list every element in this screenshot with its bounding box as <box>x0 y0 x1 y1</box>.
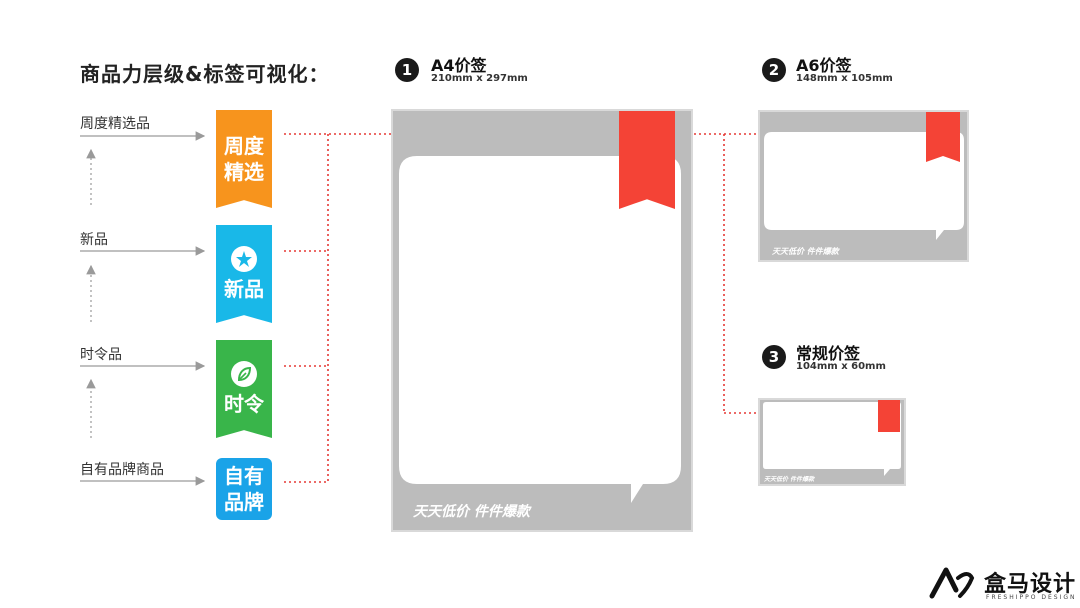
page-title: 商品力层级&标签可视化： <box>80 62 330 86</box>
a4-slogan: 天天低价 件件爆款 <box>413 504 530 520</box>
a4-red-marker <box>619 111 675 209</box>
ribbon-weekly-line2: 精选 <box>224 160 264 184</box>
a4-price-tag: 天天低价 件件爆款 <box>391 109 693 532</box>
regular-red-marker <box>878 400 900 432</box>
ribbon-private-brand: 自有 品牌 <box>216 458 272 520</box>
brand-name: 盒马设计 <box>984 572 1077 597</box>
regular-tag-title: 常规价签 <box>796 344 861 363</box>
ribbon-weekly-line1: 周度 <box>224 134 264 158</box>
ribbon-new-line1: 新品 <box>224 277 264 301</box>
ribbon-seasonal-line1: 时令 <box>224 392 264 416</box>
regular-tag-size: 104mm x 60mm <box>796 361 886 372</box>
ribbon-seasonal: 时令 <box>216 340 272 438</box>
step-number-3: 3 <box>762 345 786 369</box>
step-number-1: 1 <box>395 58 419 82</box>
a6-tag-title: A6价签 <box>796 56 852 75</box>
level-label-seasonal: 时令品 <box>80 347 122 363</box>
regular-price-tag: 天天低价 件件爆款 <box>758 398 906 486</box>
ribbon-new: 新品 <box>216 225 272 323</box>
ribbon-weekly-pick: 周度 精选 <box>216 110 272 208</box>
level-label-weekly: 周度精选品 <box>80 116 150 132</box>
ribbon-brand-line2: 品牌 <box>224 490 264 514</box>
step-number-2: 2 <box>762 58 786 82</box>
a6-price-tag: 天天低价 件件爆款 <box>758 110 969 262</box>
a6-slogan: 天天低价 件件爆款 <box>772 247 839 256</box>
a4-tag-title: A4价签 <box>431 56 487 75</box>
a6-tag-size: 148mm x 105mm <box>796 73 893 84</box>
a6-red-marker <box>926 112 960 162</box>
level-label-new: 新品 <box>80 232 108 248</box>
regular-slogan: 天天低价 件件爆款 <box>764 476 815 483</box>
level-label-private-brand: 自有品牌商品 <box>80 462 164 478</box>
a4-tag-size: 210mm x 297mm <box>431 73 528 84</box>
freshippo-logo-icon <box>929 567 975 599</box>
a6-speech-bubble <box>764 132 964 240</box>
a4-speech-bubble <box>399 156 681 503</box>
new-star-icon <box>231 246 257 272</box>
ribbon-brand-line1: 自有 <box>224 464 264 488</box>
regular-speech-bubble <box>763 402 901 476</box>
leaf-icon <box>231 361 257 387</box>
brand-sub: FRESHIPPO DESIGN <box>986 594 1077 601</box>
